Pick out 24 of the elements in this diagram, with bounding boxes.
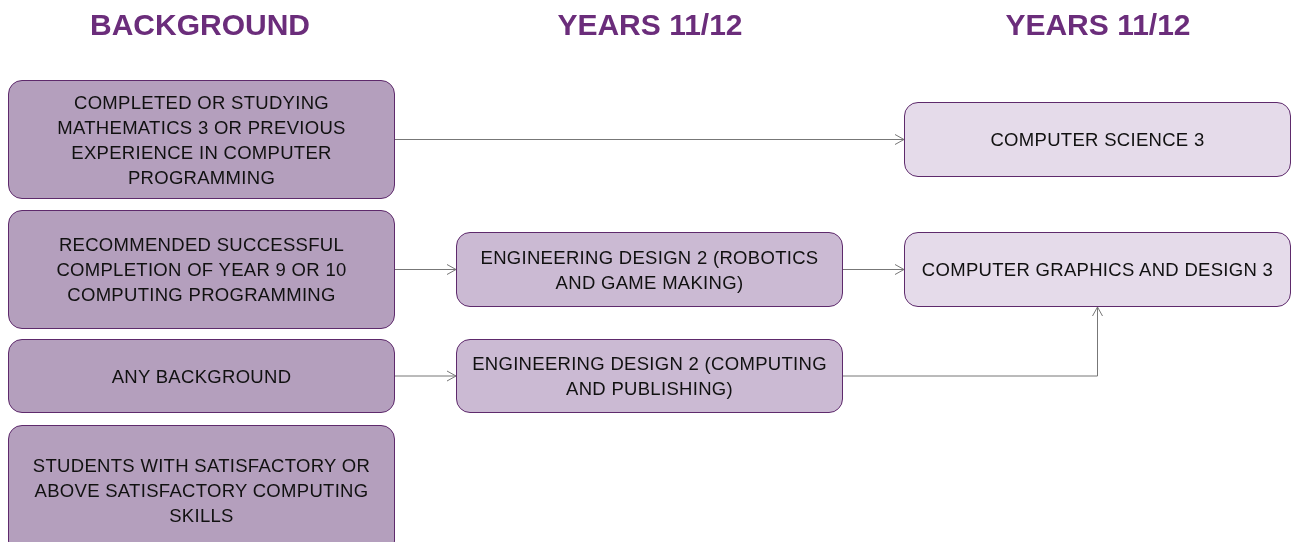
arrow [394, 370, 457, 382]
arrow [394, 264, 457, 275]
arrow [842, 306, 1103, 377]
course-box [8, 425, 395, 542]
column-heading: BACKGROUND [89, 8, 311, 42]
course-text: ENGINEERING DESIGN 2 (COMPUTING AND PUBLISHING) [471, 352, 828, 401]
course-box [8, 80, 395, 199]
arrow [842, 264, 905, 275]
course-box [456, 232, 843, 307]
course-text: STUDENTS WITH SATISFACTORY OR ABOVE SATISFACTORY COMPUTING SKILLS [31, 453, 372, 528]
course-text: COMPLETED OR STUDYING MATHEMATICS 3 OR PREVIOUS EXPERIENCE IN COMPUTER PROGRAMMING [56, 90, 347, 190]
course-box [904, 232, 1291, 307]
column-heading: YEARS 11/12 [556, 8, 744, 42]
course-box [456, 339, 843, 413]
course-text: ANY BACKGROUND [111, 364, 292, 389]
course-text: RECOMMENDED SUCCESSFUL COMPLETION OF YEAR 9 OR 10 COMPUTING PROGRAMMING [55, 233, 348, 307]
arrow [394, 134, 905, 145]
course-text: ENGINEERING DESIGN 2 (ROBOTICS AND GAME MAKING) [479, 245, 820, 295]
course-box [8, 339, 395, 413]
course-text: COMPUTER GRAPHICS AND DESIGN 3 [921, 258, 1274, 282]
course-box [904, 102, 1291, 177]
column-heading: YEARS 11/12 [1004, 8, 1192, 42]
course-text: COMPUTER SCIENCE 3 [990, 128, 1205, 152]
course-box [8, 210, 395, 329]
